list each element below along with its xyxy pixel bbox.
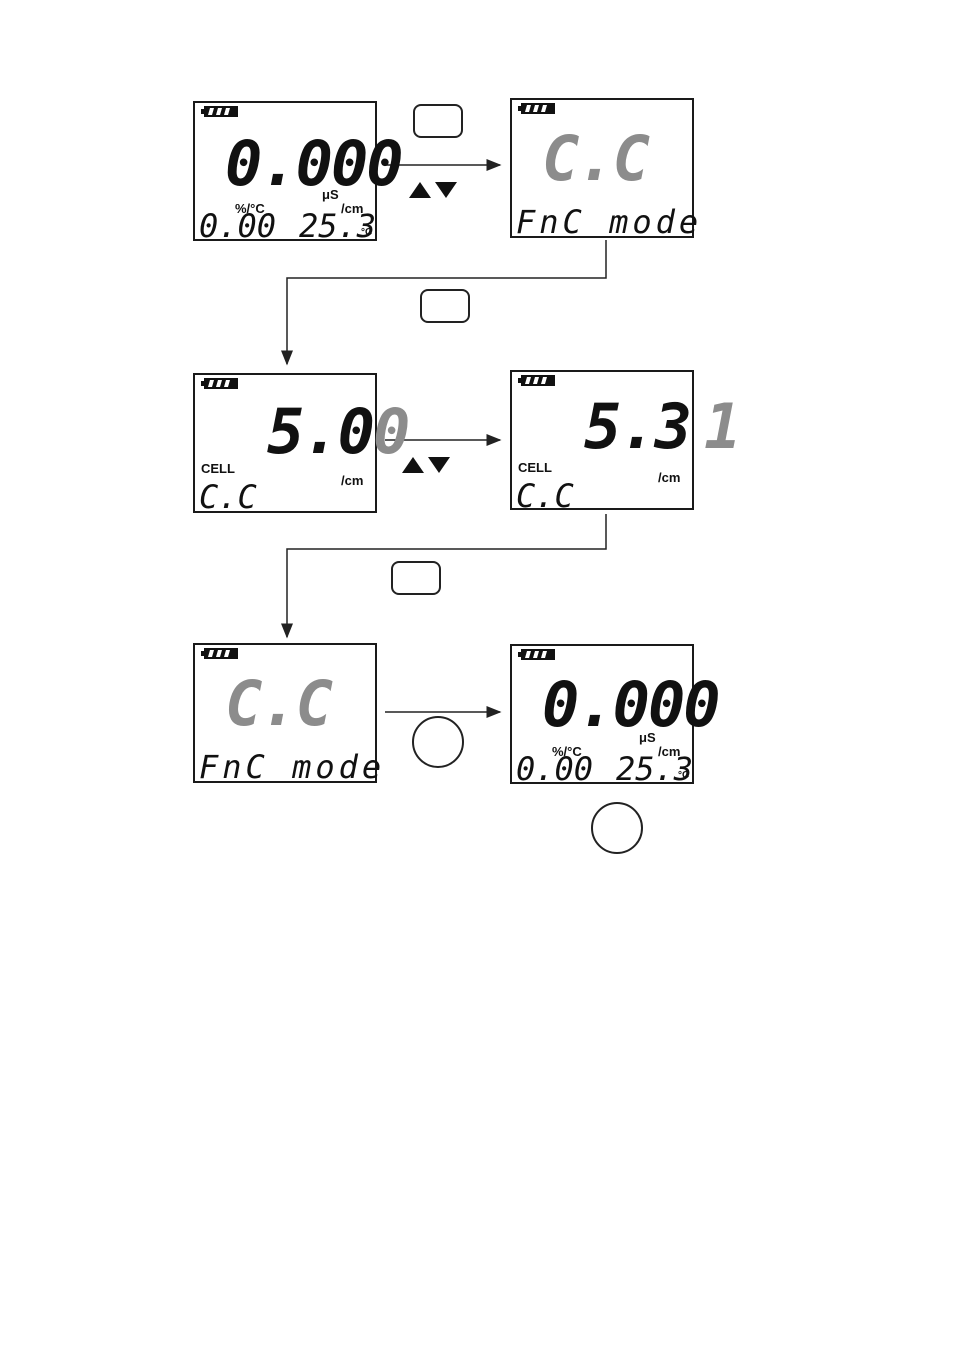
battery-icon [518,649,555,660]
temp-coef-value: 0.00 [199,207,277,245]
cell-constant-blinking-digit: 1 [703,390,741,463]
mode-text: C.C [199,478,257,516]
temperature-unit: °C [361,227,373,238]
func-key-3[interactable] [391,561,441,595]
battery-icon [518,375,555,386]
lcd-screen-1: 0.000 μS /cm %/°C 0.00 25.3 °C [193,101,404,245]
cell-label: CELL [201,461,235,476]
temperature-unit: °C [678,770,690,781]
main-reading: 0.000 [225,127,404,200]
battery-icon [201,648,238,659]
battery-icon [201,378,238,389]
mode-text: FnC mode [199,748,386,786]
battery-icon [201,106,238,117]
mode-title: C.C [225,667,333,740]
temp-coef-label: %/°C [552,744,582,759]
cell-constant-fixed: 5.3 [584,390,692,463]
unit-us: μS [639,730,656,745]
arrow-s2-to-s3 [281,240,607,366]
lcd-screen-6: 0.000 μS /cm %/°C 0.00 25.3 °C [510,644,721,788]
main-reading: 0.000 [542,668,721,741]
up-down-arrows-icon-2[interactable] [400,455,452,475]
up-down-arrows-icon-1[interactable] [407,180,459,200]
unit-per-cm: /cm [658,744,681,759]
lcd-screen-3: 5.00 CELL /cm C.C [193,373,410,516]
cell-constant-blinking-digit: 0 [372,395,410,468]
temp-coef-value: 0.00 [516,750,594,788]
battery-icon [518,103,555,114]
unit-per-cm: /cm [341,201,364,216]
cell-constant-fixed: 5.0 [267,395,375,468]
temperature-value: 25.3 [616,750,694,788]
lcd-screen-5: C.C FnC mode [193,643,381,783]
func-key-2[interactable] [420,289,470,323]
unit-us: μS [322,187,339,202]
func-key-1[interactable] [413,104,463,138]
unit-per-cm: /cm [658,470,681,485]
mode-text: C.C [516,477,574,515]
mode-text: FnC mode [516,203,703,241]
mode-title: C.C [542,122,650,195]
lcd-screen-2: C.C FnC mode [510,98,698,238]
meas-key-circle-1[interactable] [412,716,464,768]
meas-key-circle-2[interactable] [591,802,643,854]
arrow-s4-to-s5 [281,514,607,639]
cell-label: CELL [518,460,552,475]
unit-per-cm: /cm [341,473,364,488]
temperature-value: 25.3 [299,207,377,245]
temp-coef-label: %/°C [235,201,265,216]
